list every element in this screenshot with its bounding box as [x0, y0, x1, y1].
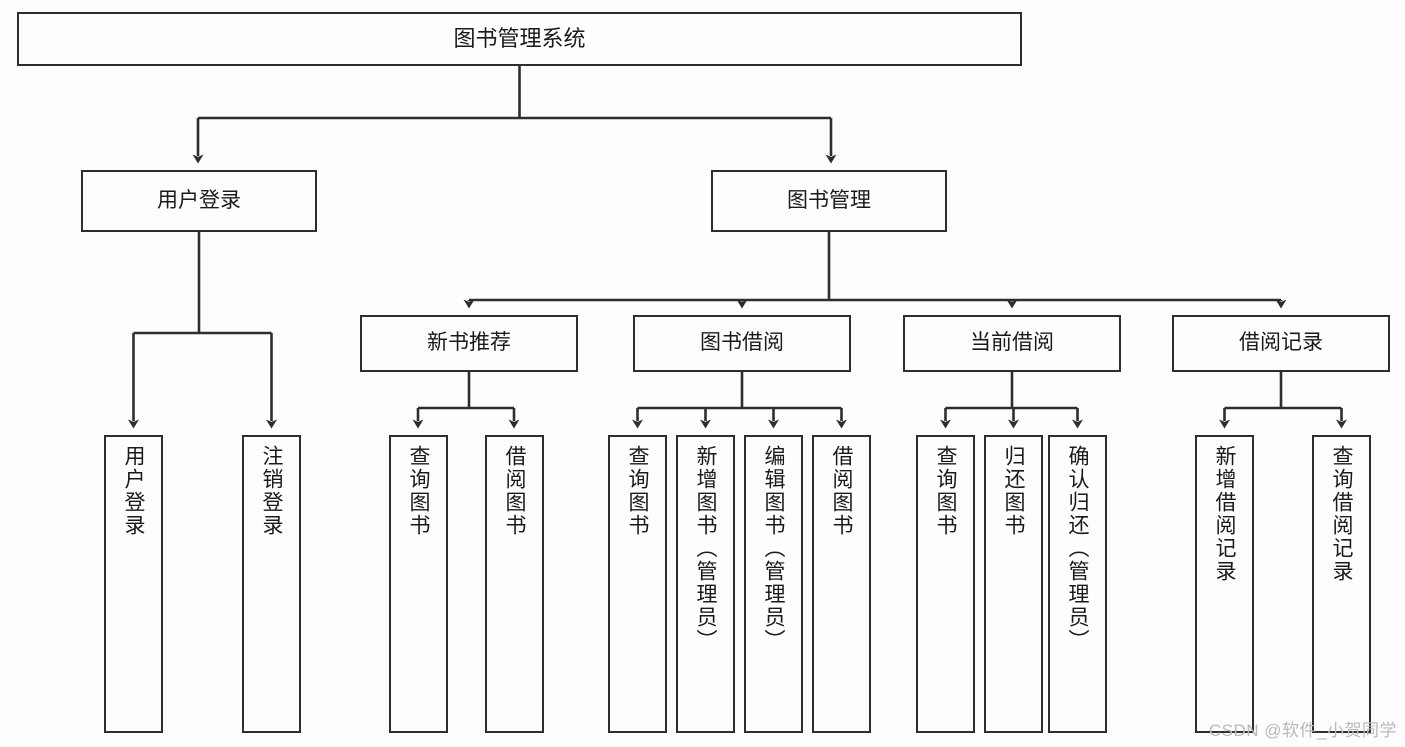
node-label: 查询图书 — [407, 445, 430, 537]
leaf-book-borrow-borrow[interactable]: 借阅图书 — [812, 435, 871, 733]
leaf-current-borrow-confirm-return[interactable]: 确认归还（管理员） — [1048, 435, 1107, 733]
leaf-book-borrow-edit[interactable]: 编辑图书（管理员） — [744, 435, 803, 733]
leaf-new-book-borrow[interactable]: 借阅图书 — [485, 435, 544, 733]
leaf-new-book-query[interactable]: 查询图书 — [389, 435, 448, 733]
node-label: 查询借阅记录 — [1330, 445, 1353, 583]
node-label: 查询图书 — [934, 445, 957, 537]
node-label: 图书借阅 — [700, 331, 784, 355]
watermark-text: CSDN @软件_小贺同学 — [1208, 721, 1397, 740]
leaf-borrow-record-query[interactable]: 查询借阅记录 — [1312, 435, 1371, 733]
node-user-login[interactable]: 用户登录 — [81, 170, 317, 232]
node-label: 归还图书 — [1002, 445, 1025, 537]
node-label: 查询图书 — [626, 445, 649, 537]
leaf-book-borrow-query[interactable]: 查询图书 — [608, 435, 667, 733]
node-label: 图书管理系统 — [453, 26, 586, 52]
node-label: 图书管理 — [787, 188, 871, 212]
node-borrow-record[interactable]: 借阅记录 — [1172, 315, 1390, 372]
node-root-system[interactable]: 图书管理系统 — [17, 12, 1022, 66]
leaf-user-login-login[interactable]: 用户登录 — [104, 435, 163, 733]
leaf-book-borrow-add[interactable]: 新增图书（管理员） — [676, 435, 735, 733]
node-label: 确认归还（管理员） — [1066, 445, 1089, 652]
node-current-borrow[interactable]: 当前借阅 — [903, 315, 1121, 372]
node-label: 当前借阅 — [970, 331, 1054, 355]
node-book-management[interactable]: 图书管理 — [711, 170, 947, 232]
leaf-current-borrow-query[interactable]: 查询图书 — [916, 435, 975, 733]
node-label: 编辑图书（管理员） — [762, 445, 785, 652]
leaf-borrow-record-add[interactable]: 新增借阅记录 — [1195, 435, 1254, 733]
node-label: 用户登录 — [157, 188, 241, 212]
leaf-current-borrow-return[interactable]: 归还图书 — [984, 435, 1043, 733]
node-label: 借阅记录 — [1239, 331, 1323, 355]
node-new-book-recommend[interactable]: 新书推荐 — [360, 315, 578, 372]
node-label: 借阅图书 — [503, 445, 526, 537]
node-book-borrow[interactable]: 图书借阅 — [633, 315, 851, 372]
leaf-user-login-logout[interactable]: 注销登录 — [242, 435, 301, 733]
node-label: 新增借阅记录 — [1213, 445, 1236, 583]
node-label: 注销登录 — [260, 445, 283, 537]
node-label: 用户登录 — [122, 445, 145, 537]
node-label: 新增图书（管理员） — [694, 445, 717, 652]
node-label: 借阅图书 — [830, 445, 853, 537]
node-label: 新书推荐 — [427, 331, 511, 355]
